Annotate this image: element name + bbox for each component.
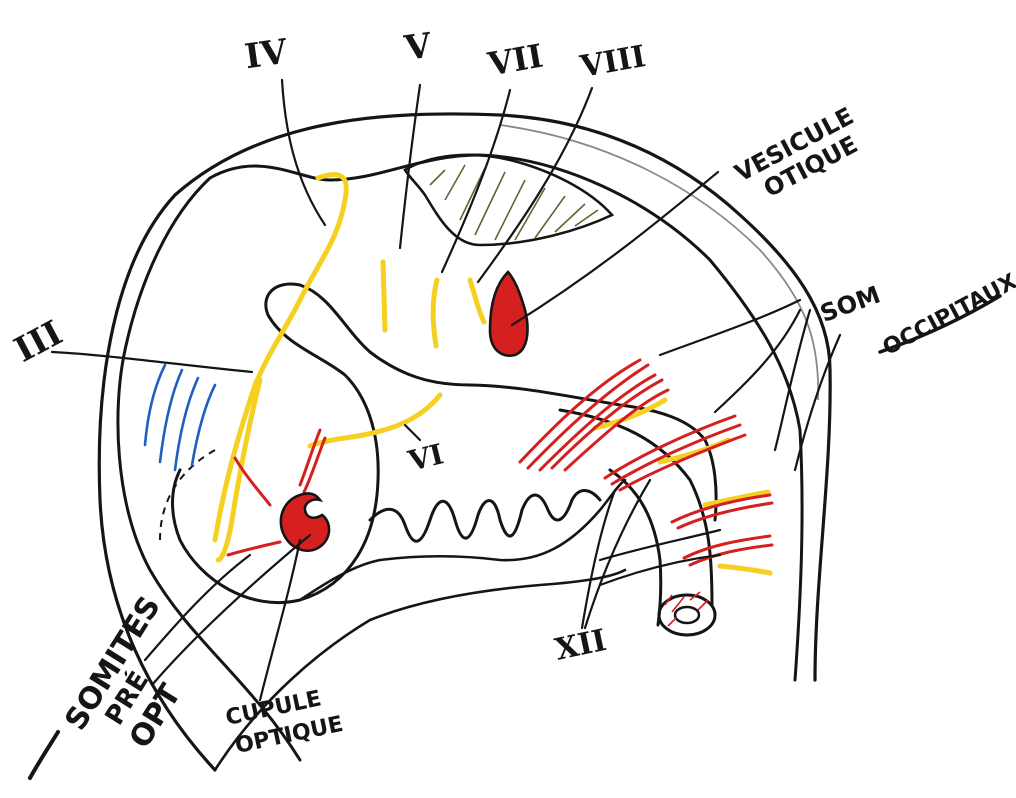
nerve-iv-yellow [215, 174, 346, 540]
nerve-label-vii: VII [484, 37, 546, 84]
inner-brain-contour [118, 155, 802, 760]
leader-vesicule [512, 172, 718, 325]
nerve-vii-yellow [433, 280, 437, 346]
otic-vesicle [490, 272, 528, 356]
nerve-xii-yellow-c [705, 492, 768, 505]
label-som-line1: SOM [817, 280, 884, 327]
nerve-iii-yellow [218, 380, 260, 560]
nerve-label-iii: III [8, 313, 69, 371]
neural-tube-lumen [675, 607, 699, 623]
nerve-xii-yellow-d [720, 566, 770, 573]
optic-cup [281, 493, 329, 550]
optic-stalk-dashed [160, 450, 215, 540]
nerve-label-xii: XII [552, 623, 609, 668]
leader-iv [282, 80, 325, 225]
pharyngeal-floor [370, 491, 600, 542]
label-som-line2: OCCIPITAUX [879, 269, 1016, 361]
somites-margin-bar [30, 732, 58, 778]
forebrain-loop [173, 284, 379, 603]
nerve-label-v: V [401, 26, 434, 70]
neural-tube-lower [610, 470, 661, 625]
leader-iii [52, 352, 252, 372]
nerve-label-iv: IV [242, 32, 290, 78]
nerve-label-viii: VIII [577, 39, 648, 85]
blue-hatch-lines [145, 365, 215, 470]
nerve-label-vi: VI [404, 437, 447, 478]
leader-som-3 [775, 310, 810, 450]
leader-vi [405, 425, 420, 440]
rhombencephalon-roof-area [405, 155, 612, 245]
leader-som-1 [660, 300, 800, 355]
leader-lines [52, 80, 840, 700]
nerve-v-yellow [383, 262, 385, 330]
nerve-viii-yellow [470, 280, 484, 322]
